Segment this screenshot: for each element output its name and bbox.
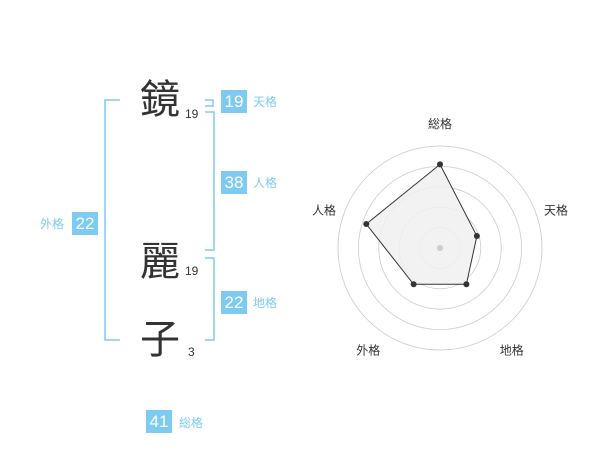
radar-center-dot bbox=[437, 245, 443, 251]
gaikaku-label: 外格 bbox=[40, 217, 65, 231]
radar-point-4 bbox=[410, 281, 417, 288]
name-char-2: 麗 bbox=[140, 239, 180, 285]
gaikaku-badge: 22 bbox=[72, 212, 98, 235]
radar-axis-label-5: 人格 bbox=[312, 202, 336, 217]
jinkaku-label: 人格 bbox=[253, 176, 278, 190]
tenkaku-label: 天格 bbox=[253, 95, 278, 109]
tenkaku-badge: 19 bbox=[221, 90, 247, 113]
soukaku-label: 総格 bbox=[179, 416, 204, 430]
radar-point-3 bbox=[463, 281, 470, 288]
radar-axis-label-1: 総格 bbox=[428, 116, 452, 131]
soukaku-badge: 41 bbox=[146, 410, 172, 433]
chikaku-badge: 22 bbox=[221, 291, 247, 314]
radar-data-area bbox=[365, 163, 478, 285]
chikaku-bracket bbox=[205, 257, 215, 341]
radar-axis-label-3: 地格 bbox=[500, 343, 524, 358]
radar-axis-label-2: 天格 bbox=[544, 202, 568, 217]
radar-point-5 bbox=[363, 221, 370, 228]
name-char-1-strokes: 19 bbox=[185, 107, 199, 121]
name-char-3: 子 bbox=[140, 317, 180, 363]
jinkaku-badge: 38 bbox=[221, 171, 247, 194]
jinkaku-bracket bbox=[205, 111, 215, 251]
radar-grid-ring-5 bbox=[337, 145, 543, 351]
tenkaku-bracket bbox=[205, 99, 214, 107]
name-char-3-strokes: 3 bbox=[188, 345, 195, 359]
name-char-2-strokes: 19 bbox=[185, 264, 199, 278]
name-char-1: 鏡 bbox=[140, 77, 180, 123]
chikaku-label: 地格 bbox=[253, 296, 278, 310]
radar-axis-label-4: 外格 bbox=[356, 343, 380, 358]
gaikaku-bracket bbox=[104, 99, 120, 341]
radar-point-1 bbox=[437, 161, 443, 168]
radar-point-2 bbox=[473, 233, 480, 240]
